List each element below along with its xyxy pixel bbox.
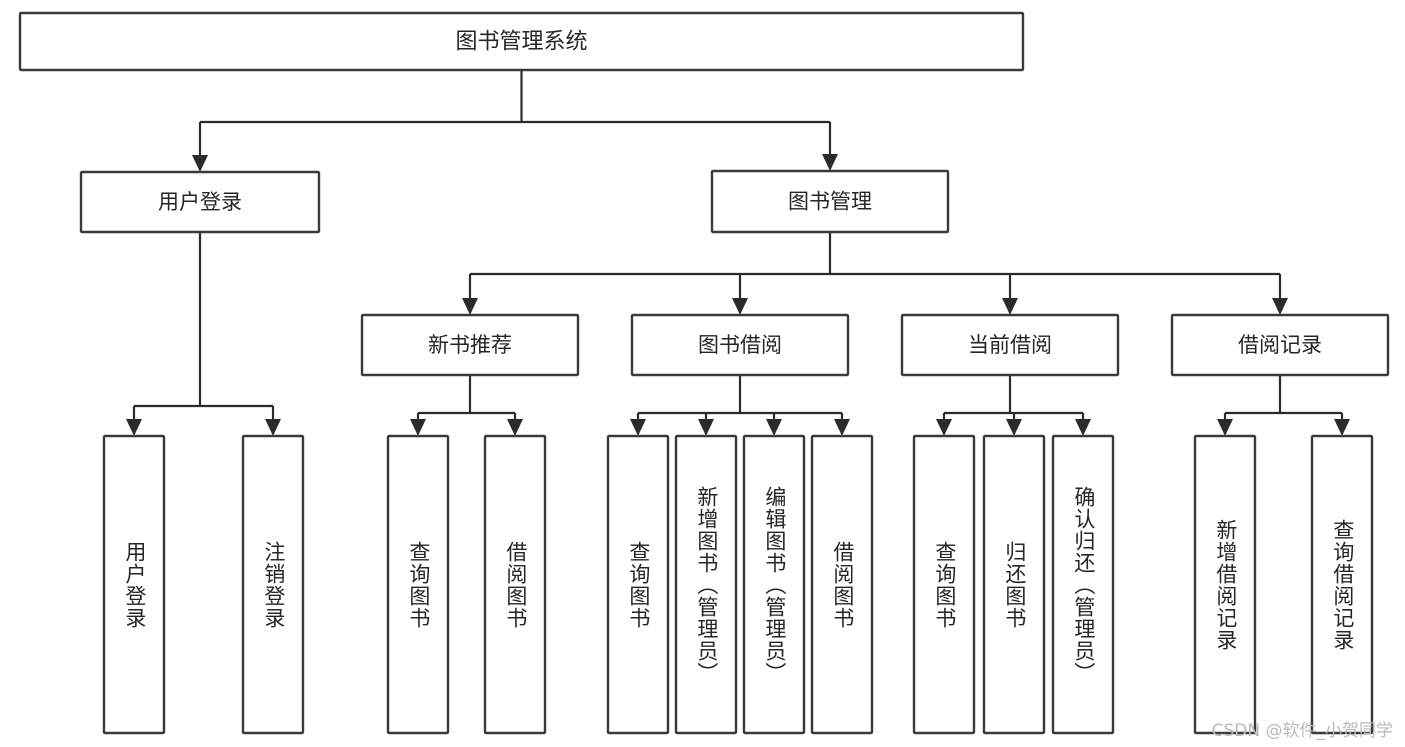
arrow-head-icon — [732, 298, 748, 315]
arrow-head-icon — [1217, 419, 1233, 436]
node-box-book-manage[interactable] — [710, 169, 950, 234]
arrow-head-icon — [822, 154, 838, 171]
node-box-root[interactable] — [18, 11, 1025, 72]
node-box-leaf-rec-query-book[interactable] — [386, 434, 450, 735]
node-box-leaf-bb-edit-book[interactable] — [742, 434, 806, 735]
arrow-head-icon — [698, 419, 714, 436]
node-box-leaf-cb-return-book[interactable] — [982, 434, 1046, 735]
arrow-head-icon — [265, 419, 281, 436]
arrow-head-icon — [766, 419, 782, 436]
arrow-head-icon — [1075, 419, 1091, 436]
node-box-leaf-bb-add-book[interactable] — [674, 434, 738, 735]
node-label-current-borrow: 当前借阅 — [968, 333, 1052, 357]
node-label-book-manage: 图书管理 — [788, 190, 872, 214]
node-box-leaf-br-query-record[interactable] — [1310, 434, 1374, 735]
arrow-head-icon — [834, 419, 850, 436]
node-box-leaf-cb-query-book[interactable] — [912, 434, 976, 735]
arrow-head-icon — [936, 419, 952, 436]
node-box-layer — [18, 11, 1390, 735]
watermark-text: CSDN @软件_小贺同学 — [1211, 721, 1393, 741]
arrow-head-icon — [1272, 298, 1288, 315]
node-box-book-borrow[interactable] — [630, 313, 850, 377]
node-box-leaf-user-logout[interactable] — [241, 434, 305, 735]
node-box-leaf-user-login[interactable] — [102, 434, 166, 735]
node-label-root: 图书管理系统 — [455, 30, 587, 55]
node-box-borrow-record[interactable] — [1170, 313, 1390, 377]
node-box-current-borrow[interactable] — [900, 313, 1120, 377]
node-box-leaf-cb-confirm-return[interactable] — [1051, 434, 1115, 735]
node-box-new-book-rec[interactable] — [360, 313, 580, 377]
arrow-head-icon — [630, 419, 646, 436]
node-box-leaf-rec-borrow-book[interactable] — [483, 434, 547, 735]
arrow-head-icon — [410, 419, 426, 436]
node-label-borrow-record: 借阅记录 — [1238, 333, 1322, 357]
node-box-leaf-bb-query-book[interactable] — [606, 434, 670, 735]
node-label-book-borrow: 图书借阅 — [698, 333, 782, 357]
arrow-head-icon — [1006, 419, 1022, 436]
connector-layer — [126, 70, 1350, 436]
arrow-head-icon — [1334, 419, 1350, 436]
arrow-head-icon — [1002, 298, 1018, 315]
arrow-head-icon — [126, 419, 142, 436]
arrow-head-icon — [507, 419, 523, 436]
node-box-leaf-bb-borrow-book[interactable] — [810, 434, 874, 735]
node-label-user-login: 用户登录 — [158, 190, 242, 214]
node-label-new-book-rec: 新书推荐 — [428, 333, 512, 357]
node-box-user-login[interactable] — [79, 170, 321, 234]
arrow-head-icon — [462, 298, 478, 315]
arrow-head-icon — [192, 155, 208, 172]
node-box-leaf-br-add-record[interactable] — [1193, 434, 1257, 735]
